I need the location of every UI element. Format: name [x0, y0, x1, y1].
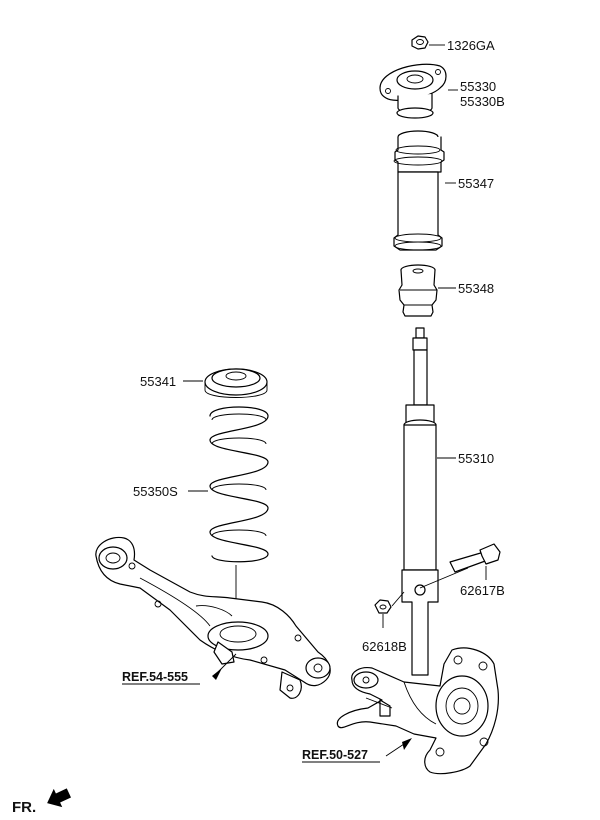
leader-62618b [391, 591, 405, 607]
bump-stopper-55348 [398, 264, 438, 317]
label-55310: 55310 [458, 451, 494, 466]
ref-54-555[interactable]: REF.54-555 [122, 670, 188, 684]
nut-1326ga [411, 35, 429, 50]
label-62618b: 62618B [362, 639, 407, 654]
label-55330b: 55330B [460, 94, 505, 109]
label-55341: 55341 [140, 374, 176, 389]
strut-mount-55330 [379, 63, 447, 119]
ref-50-527[interactable]: REF.50-527 [302, 748, 368, 762]
label-62617b: 62617B [460, 583, 505, 598]
spring-seat-55341 [204, 368, 268, 398]
label-55348: 55348 [458, 281, 494, 296]
arrow-ref-50-527 [402, 738, 412, 750]
front-direction-label: FR. [12, 799, 36, 816]
arrow-ref-54-555 [212, 668, 222, 680]
label-1326ga: 1326GA [447, 38, 495, 53]
coil-spring-55350s [209, 406, 269, 563]
front-arrow-icon [47, 788, 71, 808]
dust-cover-55347 [393, 130, 445, 251]
bolt-62617b [419, 543, 501, 589]
lower-control-arm [95, 536, 331, 699]
label-55330: 55330 [460, 79, 496, 94]
nut-62618b [374, 599, 392, 614]
leader-knuckle-link [365, 697, 393, 709]
rear-knuckle [336, 647, 499, 775]
shock-absorber-55310 [401, 327, 439, 676]
label-55347: 55347 [458, 176, 494, 191]
label-55350s: 55350S [133, 484, 178, 499]
